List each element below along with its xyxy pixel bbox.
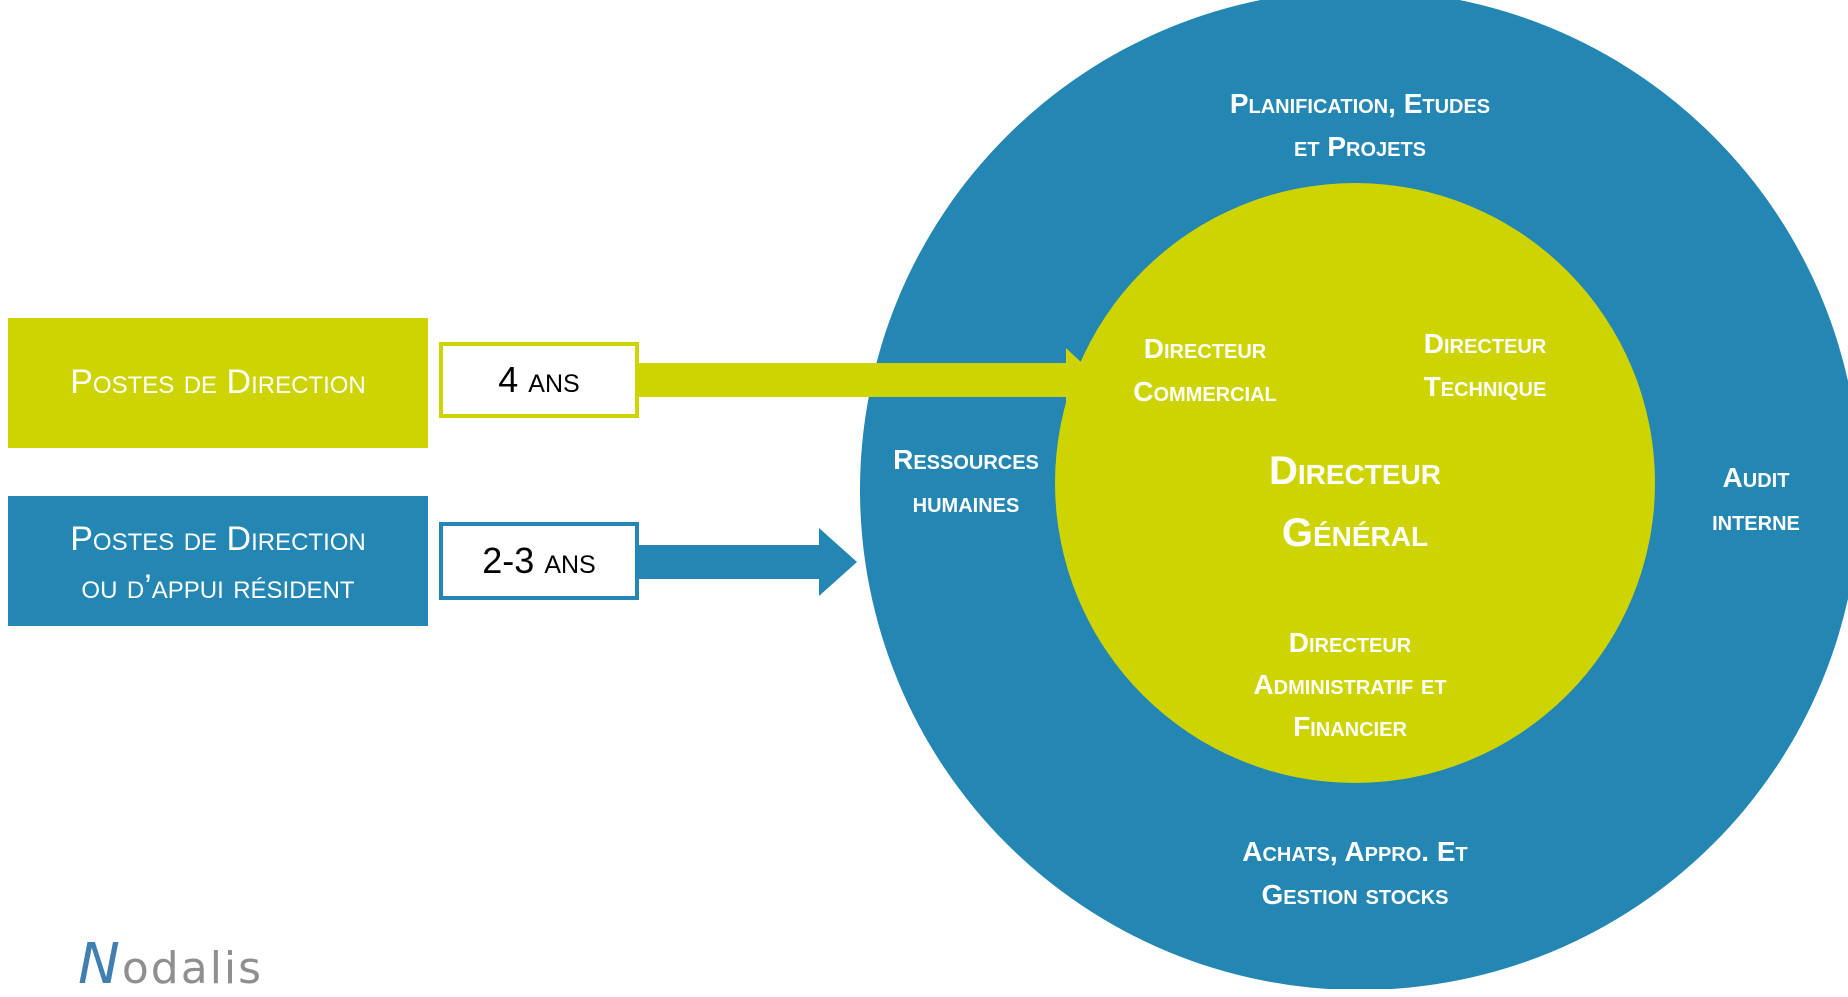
direction-posts-box: Postes de Direction — [8, 318, 428, 448]
logo-rest: odalis — [121, 943, 264, 994]
duration-2-3-years-box: 2-3 ans — [439, 522, 639, 600]
blue-arrow-shaft — [639, 545, 819, 579]
duration-2-3-years-label: 2-3 ans — [482, 540, 596, 581]
duration-4-years-label: 4 ans — [498, 359, 580, 400]
green-arrow-head — [1066, 348, 1100, 412]
outer-label-ressources-humaines: Ressources humaines — [893, 444, 1039, 519]
outer-label-achats: Achats, Appro. Et Gestion stocks — [1242, 836, 1468, 911]
inner-label-directeur-technique: Directeur Technique — [1423, 328, 1547, 403]
resident-posts-line1: Postes de Direction — [70, 520, 366, 559]
inner-label-directeur-commercial: Directeur Commercial — [1133, 333, 1277, 408]
logo-initial: N — [78, 932, 122, 997]
inner-label-directeur-administratif: Directeur Administratif et Financier — [1253, 627, 1447, 742]
outer-label-audit-interne: Audit interne — [1712, 462, 1800, 537]
blue-arrow-head — [819, 528, 857, 596]
green-arrow-shaft — [639, 363, 1066, 397]
duration-4-years-box: 4 ans — [439, 342, 639, 418]
outer-label-planification: Planification, Etudes et Projets — [1229, 88, 1491, 163]
inner-label-directeur-general: Directeur Général — [1268, 449, 1441, 555]
resident-posts-line2: ou d’appui résident — [81, 568, 355, 606]
nodalis-logo: Nodalis — [78, 932, 263, 997]
direction-posts-label: Postes de Direction — [70, 363, 366, 402]
resident-posts-box: Postes de Direction ou d’appui résident — [8, 496, 428, 626]
inner-circle — [1055, 183, 1655, 783]
